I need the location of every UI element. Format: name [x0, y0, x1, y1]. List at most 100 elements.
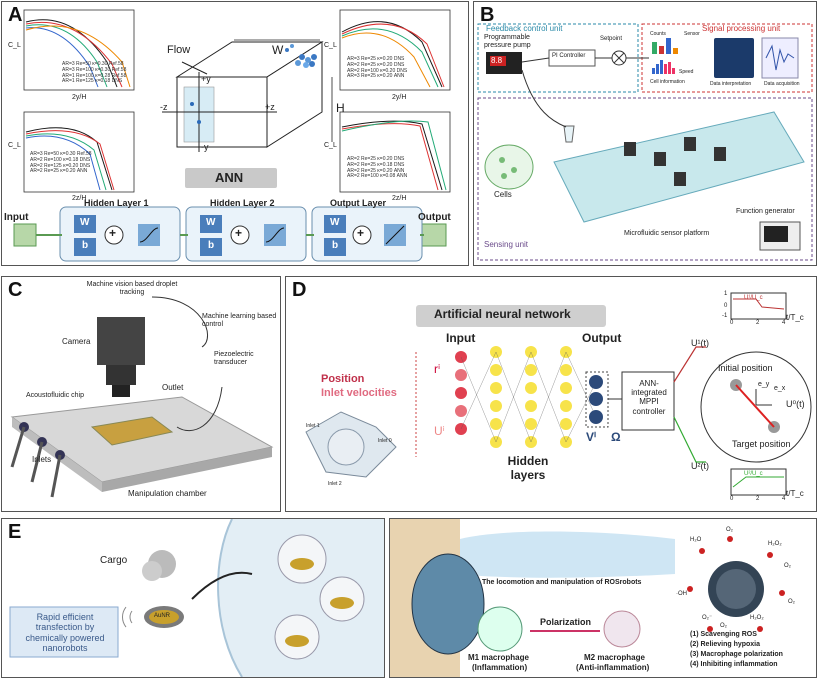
m2-label: M2 macrophage — [584, 653, 645, 662]
inlet-label: Inlet 2 — [328, 481, 342, 487]
m1-sub: (Inflammation) — [472, 663, 528, 672]
ros-label: O₂⁻ — [702, 615, 713, 621]
list-item: (3) Macrophage polarization — [690, 651, 783, 658]
chip-label: Acoustofluidic chip — [26, 392, 84, 399]
cells-label: Cells — [494, 190, 512, 199]
tick: 0 — [730, 320, 734, 326]
legend-entry: AR=2 Re=100 κ=0.08 ANN — [347, 173, 408, 180]
plus-node: + — [235, 226, 243, 240]
sensor-label: Sensor — [684, 31, 700, 37]
ros-label: H₂O — [690, 537, 702, 543]
panel-label: D — [292, 279, 307, 301]
axis-label: C_L — [8, 42, 21, 49]
setpoint-label: Setpoint — [600, 36, 623, 42]
counts-label: Counts — [650, 31, 666, 37]
panel-e-graphics — [9, 519, 384, 677]
legend-entry: AR=3 Re=50 κ=0.30 Ref.58 — [30, 151, 92, 157]
legend-entry: AR=3 Re=100 κ=0.30 Ref.58 — [62, 66, 127, 73]
minus-z-label: -z — [160, 102, 168, 112]
panel-c-graphics — [10, 296, 274, 498]
panel-f: F The locomotion and manipulation of ROS… — [389, 518, 817, 678]
vi-label: Vⁱ — [586, 430, 597, 444]
inlet-label: Inlet 1 — [306, 423, 320, 429]
tick: -1 — [722, 313, 728, 319]
minus-y-label: -y — [201, 142, 209, 152]
b-block: b — [82, 240, 89, 251]
pi-controller: PI Controller — [552, 53, 586, 59]
ros-label: O₂ — [788, 599, 795, 605]
u1-label: U¹(t) — [691, 338, 709, 348]
cell-info-label: Cell information — [650, 79, 685, 85]
chamber-label: Manipulation chamber — [128, 489, 207, 498]
pump-display: 8.8 — [491, 56, 503, 65]
w-block: W — [80, 217, 90, 228]
ros-label: O₂ — [726, 527, 733, 533]
axis-label: C_L — [8, 142, 21, 149]
ros-label: H₂O₂ — [768, 541, 782, 547]
u2-ratio: U²/U_c — [744, 471, 763, 477]
panel-a: A — [1, 1, 469, 266]
acq-label: Data acquisition — [764, 81, 800, 87]
w-block: W — [206, 217, 216, 228]
ui-label: Uⁱ — [434, 424, 445, 438]
panel-c: C Machine vision based droplet tracking … — [1, 276, 281, 512]
speed-label: Speed — [679, 69, 694, 75]
output-label: Output — [418, 212, 451, 223]
sensing-label: Sensing unit — [484, 240, 529, 249]
legend-entry: AR=2 Re=100 κ=0.18 DNS — [30, 156, 91, 163]
u2-label: U²(t) — [691, 461, 709, 471]
omega-label: Ω — [611, 430, 621, 444]
hidden-label: Hidden layers — [507, 454, 549, 482]
ann-title: Artificial neural network — [434, 307, 571, 321]
m2-sub: (Anti-inflammation) — [576, 663, 650, 672]
ml-label: Machine learning based control — [202, 313, 277, 329]
legend-entry: AR=3 Re=25 κ=0.20 ANN — [347, 73, 405, 80]
ann-label: ANN — [215, 170, 244, 185]
legend-tl: AR=3 Re=50 κ=0.30 Ref.58 AR=3 Re=100 κ=0… — [62, 61, 127, 85]
mv-label: Machine vision based droplet tracking — [86, 281, 178, 297]
tick: 4 — [782, 320, 786, 326]
ri-label: rⁱ — [434, 362, 441, 376]
tick: 2 — [756, 496, 760, 502]
camera-label: Camera — [62, 337, 91, 346]
layer-label: Output Layer — [330, 198, 387, 208]
panel-label: E — [8, 521, 22, 543]
layer-label: Hidden Layer 2 — [210, 198, 275, 208]
cargo-label: Cargo — [100, 555, 128, 566]
legend-entry: AR=2 Re=25 κ=0.20 ANN — [347, 167, 405, 174]
nanorobot-label: AuNR — [154, 613, 171, 619]
inlets-label: Inlets — [32, 455, 52, 464]
func-label: Function generator — [736, 208, 795, 215]
inlet-vel-label: Inlet velocities — [321, 387, 397, 399]
pump-label: Programmable pressure pump — [484, 34, 531, 50]
legend-tr: AR=3 Re=25 κ=0.20 DNS AR=2 Re=25 κ=0.20 … — [347, 56, 408, 80]
plus-node: + — [109, 226, 117, 240]
plus-z-label: +z — [265, 102, 275, 112]
signal-label: Signal processing unit — [702, 24, 781, 33]
ey-label: e_y — [758, 381, 770, 388]
axis-label: C_L — [324, 142, 337, 149]
plus-node: + — [357, 226, 365, 240]
axis-label: 2y/H — [392, 94, 407, 101]
panel-d: D — [285, 276, 817, 512]
position-label: Position — [321, 373, 365, 385]
layer-label: Hidden Layer 1 — [84, 198, 149, 208]
piezo-label: Piezoelectric transducer — [214, 351, 254, 367]
axis-label: 2y/H — [72, 94, 87, 101]
target-position: Target position — [732, 439, 791, 449]
input-label: Input — [446, 331, 476, 345]
interp-label: Data interpretation — [710, 81, 752, 87]
panel-b-graphics — [477, 23, 813, 261]
legend-entry: AR=3 Re=50 κ=0.30 Ref.58 — [62, 61, 124, 67]
locomotion-label: The locomotion and manipulation of ROSro… — [482, 579, 642, 586]
polarization-label: Polarization — [540, 617, 592, 627]
tick: 0 — [730, 496, 734, 502]
inlet-label: Inlet 0 — [378, 438, 392, 444]
output-label: Output — [582, 331, 622, 345]
controller-box: ANN-integrated MPPI controller — [631, 379, 667, 416]
legend-entry: AR=1 Re=125 κ=0.18 DNS — [62, 78, 123, 85]
w-block: W — [330, 217, 340, 228]
tick: 0 — [724, 303, 728, 309]
list-item: (4) Inhibiting inflammation — [690, 661, 778, 668]
legend-entry: AR=2 Re=100 κ=0.20 DNS — [347, 67, 408, 74]
